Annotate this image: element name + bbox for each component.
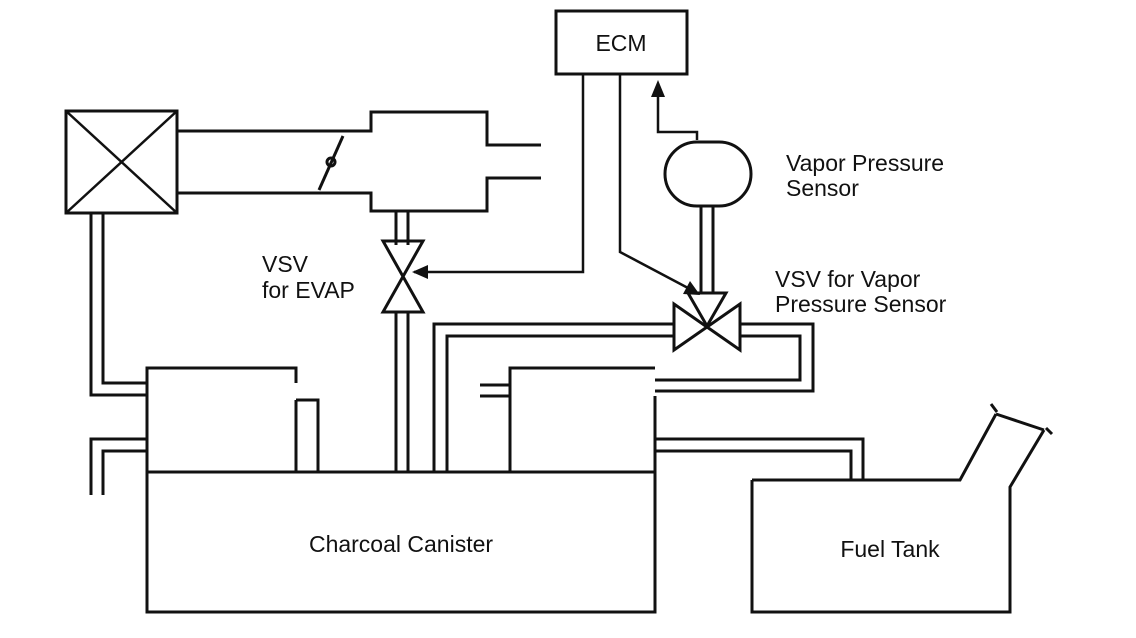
throttle-valve [317, 135, 345, 191]
charcoal-canister [145, 366, 657, 614]
canister-label: Charcoal Canister [309, 531, 493, 557]
vsv-evap-valve [380, 239, 426, 314]
vsv-evap-label-line1: VSV [262, 251, 309, 277]
ecm-label: ECM [595, 30, 646, 56]
ecm-signal-lines [412, 74, 700, 295]
vsv-vapor-label-line2: Pressure Sensor [775, 291, 947, 317]
tank-line [655, 437, 865, 480]
air-cleaner [64, 109, 179, 215]
vsv-vapor-valve [672, 291, 742, 353]
fuel-tank-label: Fuel Tank [840, 536, 940, 562]
ecm-box [554, 9, 689, 76]
vapor-pressure-sensor [663, 140, 753, 208]
intake-duct [177, 110, 541, 213]
purge-line [394, 211, 410, 472]
vsv-evap-label-line2: for EVAP [262, 277, 355, 303]
vapor-loop [432, 322, 815, 472]
fuel-tank [750, 403, 1054, 614]
vsv-vapor-label-line1: VSV for Vapor [775, 266, 921, 292]
vapor-sensor-label-line1: Vapor Pressure [786, 150, 944, 176]
vapor-sensor-label-line2: Sensor [786, 175, 859, 201]
air-line [89, 213, 147, 495]
sensor-stem [699, 206, 715, 293]
